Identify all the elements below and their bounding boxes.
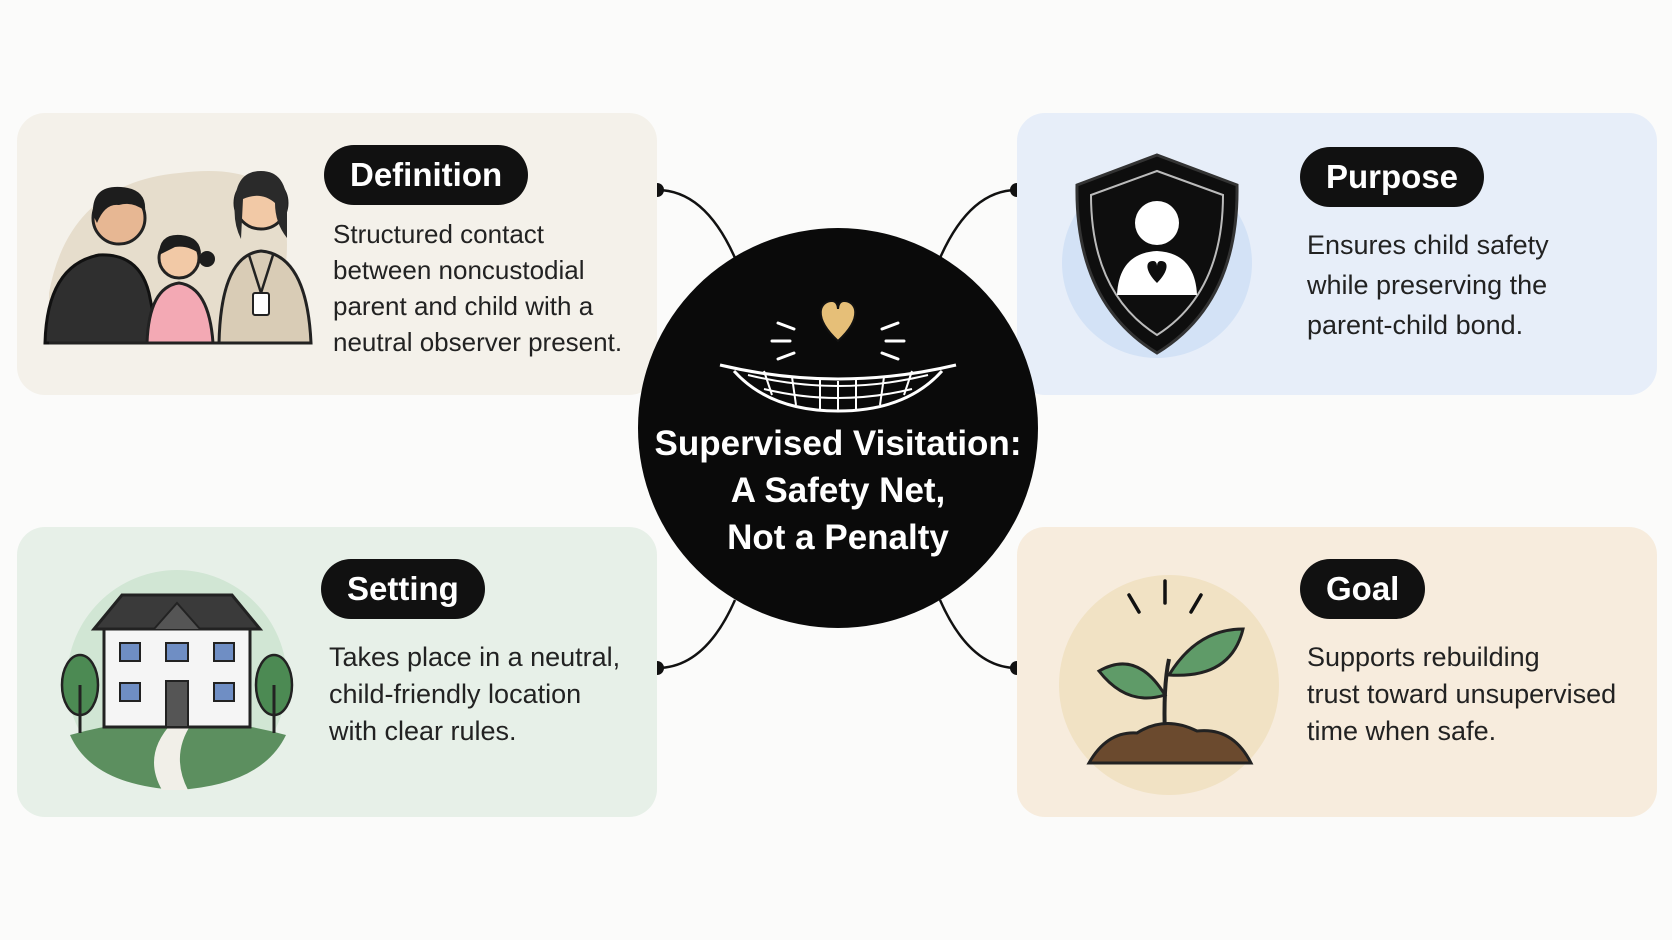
goal-title: Goal [1300,559,1426,619]
hub-title-line: Not a Penalty [727,518,949,557]
goal-line: trust toward unsupervised [1307,679,1617,709]
hub-title: Supervised Visitation: A Safety Net, Not… [638,420,1038,561]
purpose-description: Ensures child safety while preserving th… [1307,225,1637,345]
goal-description: Supports rebuilding trust toward unsuper… [1307,639,1642,750]
definition-line: Structured contact [333,219,544,249]
purpose-line: Ensures child safety [1307,230,1549,260]
sprouting-plant-icon [1059,575,1279,795]
goal-line: time when safe. [1307,716,1497,746]
goal-line: Supports rebuilding [1307,642,1540,672]
safety-net-heart-icon [719,299,957,413]
setting-line: Takes place in a neutral, [329,642,621,672]
setting-card: Setting Takes place in a neutral, child-… [17,527,657,817]
setting-line: with clear rules. [329,716,517,746]
connector-definition [656,188,737,259]
purpose-title: Purpose [1300,147,1485,207]
central-hub: Supervised Visitation: A Safety Net, Not… [638,228,1038,628]
setting-title: Setting [321,559,485,619]
definition-card: Definition Structured contact between no… [17,113,657,395]
connector-purpose [938,188,1018,259]
definition-title: Definition [324,145,529,205]
definition-line: neutral observer present. [333,327,623,357]
definition-line: between noncustodial [333,255,585,285]
setting-description: Takes place in a neutral, child-friendly… [329,639,649,750]
family-with-observer-illustration [43,171,313,345]
definition-description: Structured contact between noncustodial … [333,216,653,360]
purpose-line: parent-child bond. [1307,310,1524,340]
setting-line: child-friendly location [329,679,582,709]
connector-setting [656,599,737,670]
goal-card: Goal Supports rebuilding trust toward un… [1017,527,1657,817]
connector-goal [938,599,1018,670]
purpose-line: while preserving the [1307,270,1548,300]
definition-line: parent and child with a [333,291,594,321]
hub-title-line: Supervised Visitation: [654,424,1022,463]
purpose-card: Purpose Ensures child safety while prese… [1017,113,1657,395]
hub-title-line: A Safety Net, [730,471,946,510]
house-with-trees-illustration [60,570,294,790]
shield-child-heart-icon [1062,153,1252,358]
